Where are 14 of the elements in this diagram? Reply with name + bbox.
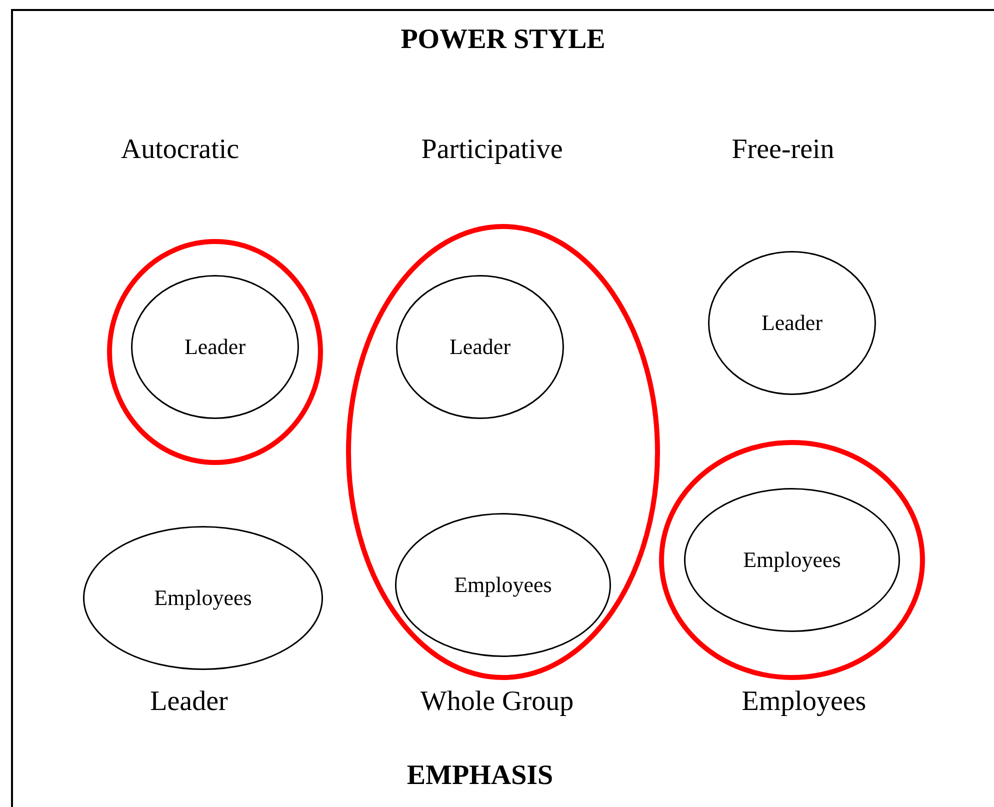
node-label: Employees [454, 572, 552, 598]
emphasis-label: Leader [150, 686, 228, 718]
emphasis-label: Employees [742, 686, 866, 718]
node-label: Leader [449, 334, 511, 360]
column-heading: Autocratic [120, 134, 240, 166]
column-heading: Free-rein [732, 134, 834, 166]
node-label: Employees [743, 547, 841, 573]
node-label: Leader [761, 310, 823, 336]
emphasis-label: Whole Group [420, 686, 574, 718]
node-label: Leader [184, 334, 246, 360]
axis-title: EMPHASIS [406, 760, 554, 792]
node-label: Employees [154, 585, 252, 611]
diagram-title: POWER STYLE [400, 24, 606, 56]
column-heading: Participative [421, 134, 563, 166]
